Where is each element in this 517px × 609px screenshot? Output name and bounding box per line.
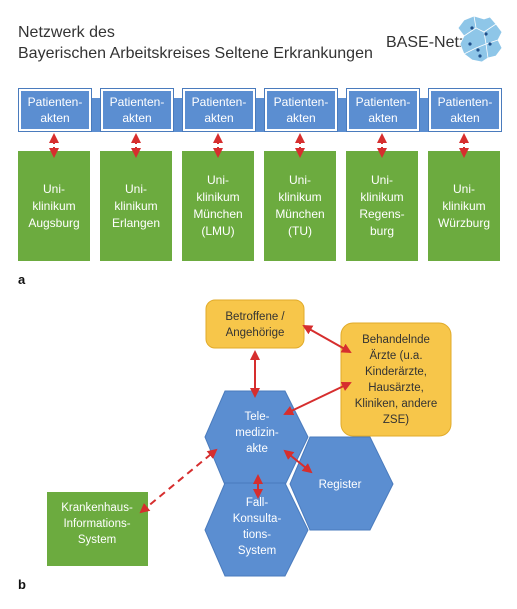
clinic-muenchen-lmu: Uni- klinikum München (LMU) [182,151,254,261]
text-line: Kinderärzte, [365,366,427,378]
text-line: tions- [243,529,271,541]
node-register-text: Register [319,479,362,491]
text-line: Register [319,479,362,491]
text-line: ZSE) [383,414,409,426]
text-line: Konsulta- [233,513,282,525]
arrow-telemedizin-register [283,449,313,474]
text-line: Fall- [246,497,269,509]
text-line: Informations- [63,518,130,530]
text-line: Tele- [245,411,270,423]
text-line: Hausärzte, [368,382,424,394]
text-line: Kliniken, andere [355,398,437,410]
clinic-muenchen-tu: Uni- klinikum München (TU) [264,151,336,261]
text-line: System [78,534,116,546]
patient-records-augsburg: Patienten- akten [18,88,92,132]
panel-b-label: b [18,577,26,592]
node-betroffene [205,299,305,349]
patient-records-erlangen: Patienten- akten [100,88,174,132]
patient-records-tu: Patienten- akten [264,88,338,132]
node-betroffene-text: Betroffene / Angehörige [225,311,285,339]
text-line: Betroffene / [225,311,285,323]
record-network-band [18,98,502,132]
panel-a-label: a [18,272,26,287]
clinic-regensburg: Uni- klinikum Regens- burg [346,151,418,261]
clinic-augsburg: Uni- klinikum Augsburg [18,151,90,261]
arrow-aerzte-telemedizin [283,381,352,416]
node-fallkonsultation [204,482,309,577]
brand-label: BASE-Netz [386,34,467,51]
bavaria-map-icon [457,15,503,63]
node-fallkonsultation-text: Fall- Konsulta-tions- System [233,497,282,557]
node-telemedizin-text: Tele-medizin-akte [235,411,279,455]
text-line: medizin- [235,427,279,439]
node-krankenhaus-text: Krankenhaus- Informations- System [61,502,133,546]
clinic-erlangen: Uni- klinikum Erlangen [100,151,172,261]
diagram-title: Netzwerk des Bayerischen Arbeitskreises … [18,24,373,62]
clinic-wuerzburg: Uni- klinikum Würzburg [428,151,500,261]
arrow-betroffene-aerzte [302,325,352,353]
arrow-krankenhaus-telemedizin [139,448,218,514]
node-register [289,436,394,531]
node-krankenhaus [47,492,148,566]
patient-records-wuerzburg: Patienten- akten [428,88,502,132]
text-line: Behandelnde [362,334,430,346]
text-line: Ärzte (u.a. [369,350,422,362]
patient-records-lmu: Patienten- akten [182,88,256,132]
text-line: Angehörige [226,327,285,339]
patient-records-regensburg: Patienten- akten [346,88,420,132]
text-line: akte [246,443,268,455]
text-line: Krankenhaus- [61,502,133,514]
node-aerzte [340,322,452,437]
text-line: System [238,545,276,557]
